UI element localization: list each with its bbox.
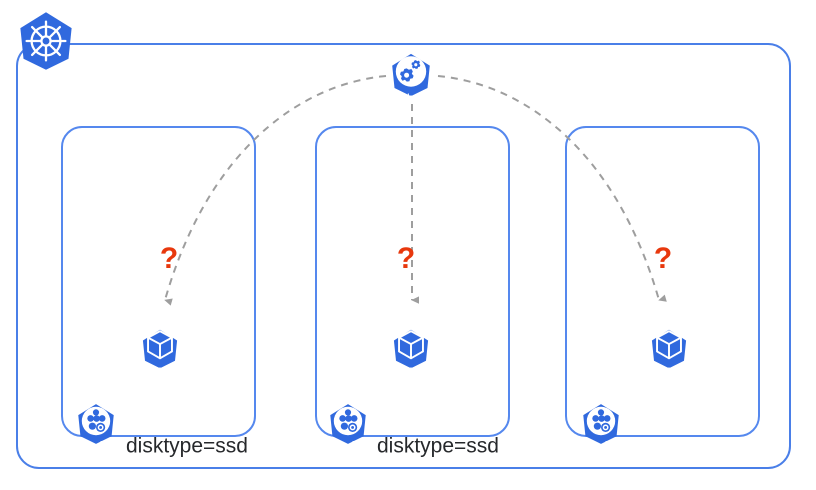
node-selector-label-2: disktype=ssd	[377, 435, 499, 458]
scheduler-icon: sched	[392, 53, 430, 105]
node-icon-3: node	[583, 404, 619, 453]
schedule-arrow-1	[164, 75, 387, 306]
helm-wheel-icon	[25, 20, 67, 62]
question-mark-1: ?	[160, 242, 178, 275]
node-icon-label-2: node	[335, 441, 361, 453]
node-icon-2: node	[330, 404, 366, 453]
node-selector-label-1: disktype=ssd	[126, 435, 248, 458]
node-icon-label-1: node	[83, 441, 109, 453]
pod-icon-label-1: pod	[150, 365, 169, 377]
question-mark-3: ?	[654, 242, 672, 275]
pod-icon-label-3: pod	[659, 365, 678, 377]
scheduler-label: sched	[395, 91, 427, 105]
pod-icon-label-2: pod	[401, 365, 420, 377]
pod-icon-1: pod	[142, 329, 178, 377]
node-box-1	[61, 126, 256, 437]
gears-icon	[400, 60, 421, 82]
question-mark-2: ?	[397, 242, 415, 275]
cluster-container	[16, 43, 791, 469]
node-icon-label-3: node	[588, 441, 614, 453]
pod-icon-3: pod	[651, 329, 687, 377]
node-box-3	[565, 126, 760, 437]
kubernetes-logo	[20, 12, 72, 70]
node-box-2	[315, 126, 510, 437]
node-icon-1: node	[78, 404, 114, 453]
pod-icon-2: pod	[393, 329, 429, 377]
schedule-arrow-3	[437, 75, 667, 302]
